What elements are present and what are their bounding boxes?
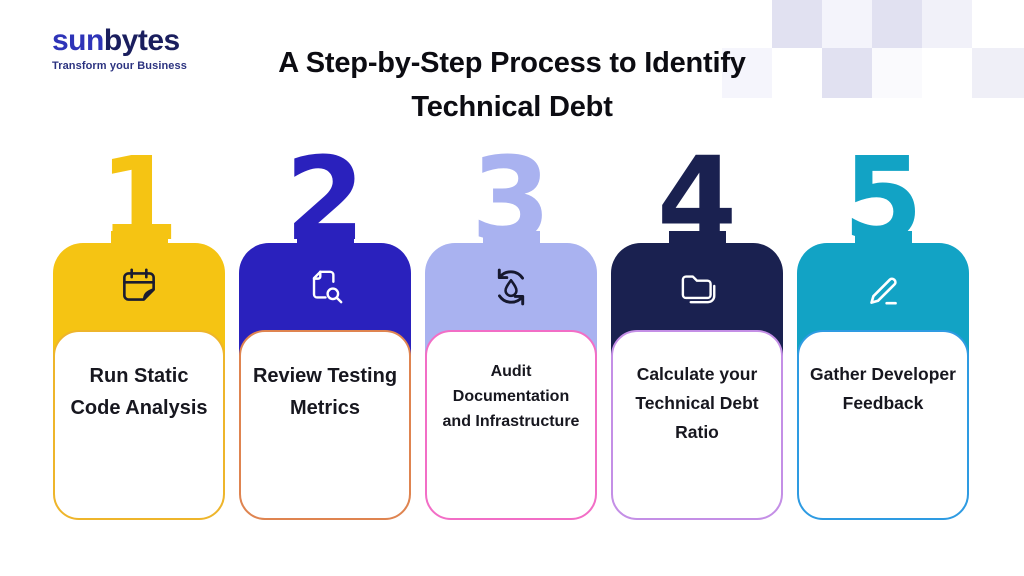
calendar-icon bbox=[53, 243, 225, 330]
step-card: Review Testing Metrics bbox=[239, 243, 411, 520]
steps-row: 1 Run Static Code Analysis 2 bbox=[53, 132, 969, 520]
decor-square bbox=[772, 0, 822, 48]
step-3: 3 Audit Documentation and Infrastructure bbox=[425, 132, 597, 520]
step-label: Run Static Code Analysis bbox=[70, 365, 208, 419]
step-label-panel: Run Static Code Analysis bbox=[53, 330, 225, 520]
decor-square bbox=[822, 0, 872, 48]
decor-square bbox=[922, 0, 972, 48]
pencil-icon bbox=[797, 243, 969, 330]
step-connector bbox=[668, 231, 726, 243]
step-card: Gather Developer Feedback bbox=[797, 243, 969, 520]
step-label-panel: Gather Developer Feedback bbox=[797, 330, 969, 520]
step-number: 1 bbox=[98, 132, 180, 267]
step-number: 2 bbox=[284, 132, 366, 267]
step-label-panel: Review Testing Metrics bbox=[239, 330, 411, 520]
step-label: Calculate your Technical Debt Ratio bbox=[635, 364, 759, 442]
page-title-line1: A Step-by-Step Process to Identify bbox=[278, 47, 746, 79]
step-1: 1 Run Static Code Analysis bbox=[53, 132, 225, 520]
step-connector bbox=[296, 231, 354, 243]
step-connector bbox=[854, 231, 912, 243]
step-connector bbox=[482, 231, 540, 243]
step-number: 3 bbox=[470, 132, 552, 267]
step-label: Review Testing Metrics bbox=[252, 365, 398, 419]
logo-tagline: Transform your Business bbox=[52, 60, 187, 72]
step-2: 2 Review Testing Metrics bbox=[239, 132, 411, 520]
step-label: Audit Documentation and Infrastructure bbox=[442, 363, 580, 430]
logo-wordmark: sunbytes bbox=[52, 26, 187, 56]
sunbytes-logo: sunbytes Transform your Business bbox=[52, 26, 187, 73]
step-5: 5 Gather Developer Feedback bbox=[797, 132, 969, 520]
step-label-panel: Calculate your Technical Debt Ratio bbox=[611, 330, 783, 520]
step-card: Calculate your Technical Debt Ratio bbox=[611, 243, 783, 520]
step-card: Audit Documentation and Infrastructure bbox=[425, 243, 597, 520]
logo-wordmark-sun: sun bbox=[52, 24, 104, 57]
folder-icon bbox=[611, 243, 783, 330]
step-4: 4 Calculate your Technical Debt Ratio bbox=[611, 132, 783, 520]
step-connector bbox=[110, 231, 168, 243]
decor-square bbox=[972, 48, 1024, 98]
logo-wordmark-bytes: bytes bbox=[103, 24, 180, 57]
decor-square bbox=[872, 48, 922, 98]
step-label: Gather Developer Feedback bbox=[810, 364, 956, 413]
document-search-icon bbox=[239, 243, 411, 330]
decor-square bbox=[872, 0, 922, 48]
sync-droplet-icon bbox=[425, 243, 597, 330]
decor-square bbox=[722, 48, 772, 98]
step-number: 5 bbox=[842, 132, 924, 267]
page-title: A Step-by-Step Process to Identify Techn… bbox=[0, 42, 1024, 129]
step-number: 4 bbox=[656, 132, 738, 267]
decor-square bbox=[822, 48, 872, 98]
step-label-panel: Audit Documentation and Infrastructure bbox=[425, 330, 597, 520]
step-card: Run Static Code Analysis bbox=[53, 243, 225, 520]
page-title-line2: Technical Debt bbox=[411, 90, 613, 123]
